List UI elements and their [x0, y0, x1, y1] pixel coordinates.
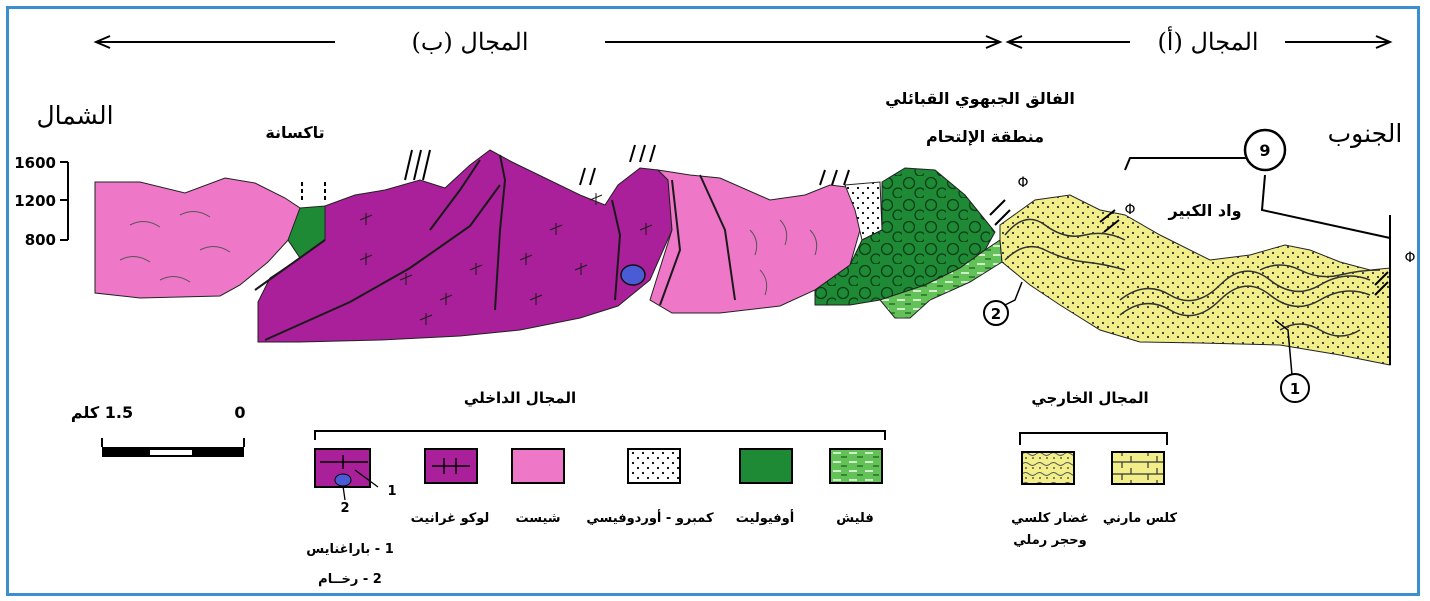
legend-label-leucogranite: لوكو غرانيت: [411, 511, 490, 526]
elevation-axis: [60, 162, 68, 240]
svg-text:1: 1: [1290, 380, 1300, 398]
elev-tick-1600: 1600: [14, 154, 56, 172]
internal-domain-title: المجال الداخلي: [464, 389, 576, 407]
scale-left-label: 1.5 كلم: [71, 403, 133, 422]
legend-label-marly-limestone: كلس مارني: [1103, 511, 1178, 526]
taksana-label: تاكسانة: [265, 123, 324, 142]
elev-tick-1200: 1200: [14, 192, 56, 210]
wad-kabir-label: واد الكبير: [1167, 201, 1241, 220]
external-domain-title: المجال الخارجي: [1031, 389, 1148, 407]
scale-right-label: 0: [234, 403, 245, 422]
legend-swatch-flysch: [830, 449, 882, 483]
legend-label-ophiolite: أوفيوليت: [736, 509, 794, 526]
legend-num-2: 2: [340, 501, 349, 516]
legend-label-shale-2: وحجر رملي: [1013, 533, 1086, 548]
legend-note-marble: 2 - رخــام: [318, 572, 382, 587]
legend-num-1: 1: [387, 484, 396, 499]
kabyle-fault-label: الفالق الجبهوي القبائلي: [885, 89, 1075, 109]
legend-swatch-shale: [1022, 452, 1074, 484]
domain-a-label: المجال (أ): [1157, 25, 1258, 56]
legend-swatch-marly-limestone: [1112, 452, 1164, 484]
elev-tick-800: 800: [25, 231, 56, 249]
legend-note-paragneiss: 1 - باراغنايس: [306, 542, 394, 557]
svg-text:2: 2: [991, 305, 1001, 323]
legend-swatch-schist: [512, 449, 564, 483]
legend-label-flysch: فليش: [836, 511, 874, 526]
legend-label-gabbro: كمبرو - أوردوفيسي: [586, 509, 714, 526]
legend-label-schist: شيست: [515, 511, 560, 526]
fault-symbol-1: Φ: [1017, 175, 1028, 191]
south-label: الجنوب: [1328, 119, 1403, 148]
marble-lens: [621, 265, 645, 285]
north-label: الشمال: [36, 101, 113, 130]
legend-label-shale-1: غضار كلسي: [1011, 511, 1089, 526]
suture-zone-label: منطقة الإلتحام: [926, 127, 1044, 146]
external-legend-bracket: [1020, 433, 1167, 445]
svg-text:9: 9: [1259, 141, 1270, 160]
internal-legend-bracket: [315, 431, 885, 440]
legend-swatch-ophiolite: [740, 449, 792, 483]
domain-b-label: المجال (ب): [411, 28, 528, 56]
granite-block-1: [258, 150, 672, 342]
fault-symbol-3: Φ: [1404, 250, 1415, 266]
scale-bar: [102, 438, 244, 457]
legend-swatch-gabbro: [628, 449, 680, 483]
fault-symbol-2: Φ: [1124, 202, 1135, 218]
